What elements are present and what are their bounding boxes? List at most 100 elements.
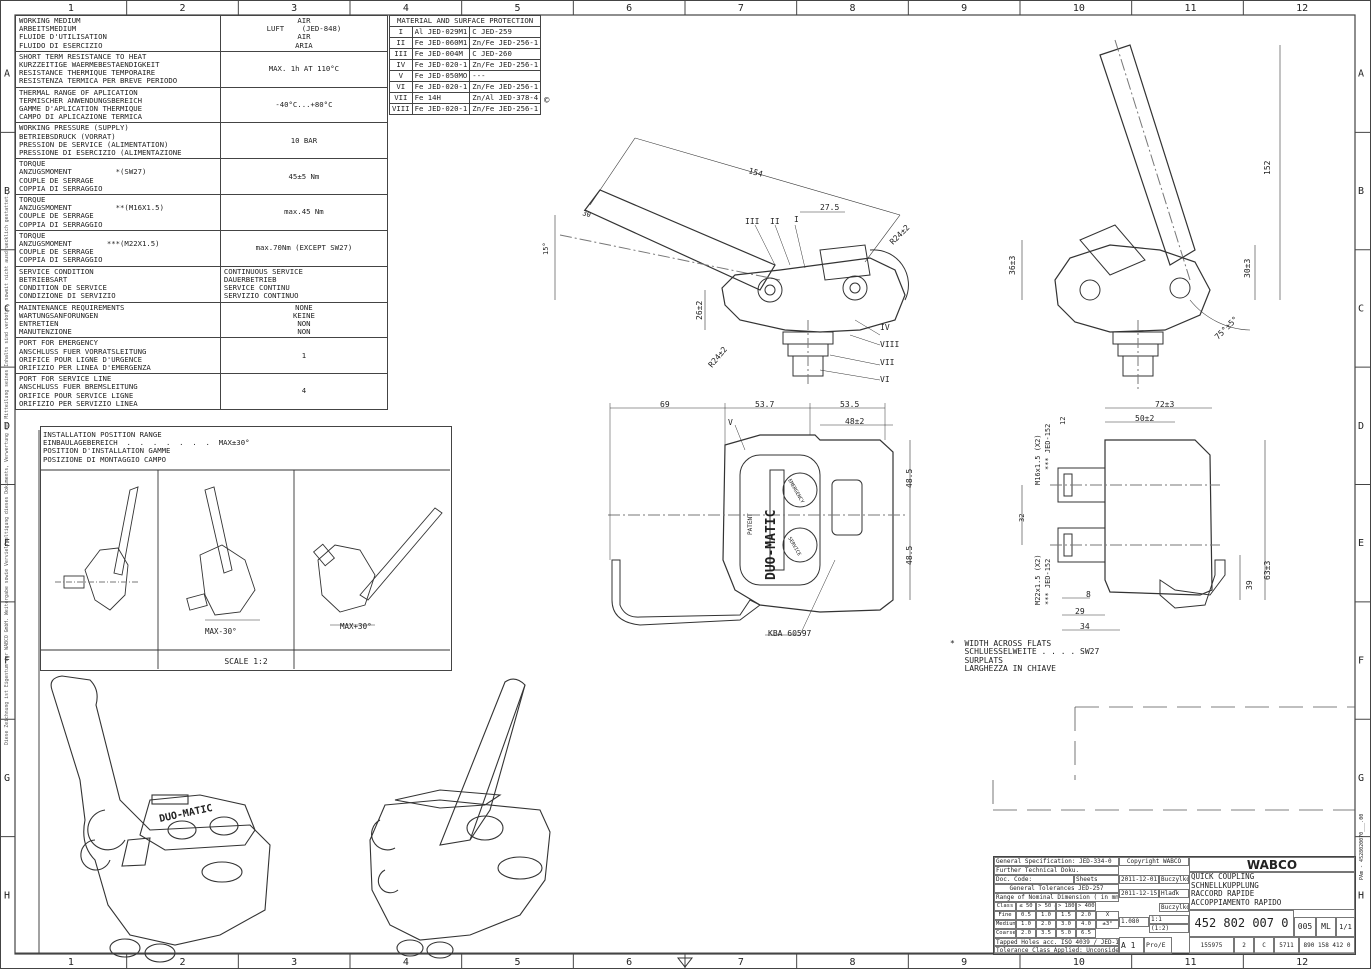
tol-cell: Fine [994, 911, 1016, 920]
spec-value-line: LUFT (JED-848) [266, 24, 342, 34]
material-pos: VII [389, 92, 413, 104]
row-marker-right: F [1358, 656, 1364, 667]
dim-15deg: 15° [542, 242, 550, 255]
material-surface: Zn/Fe JED-256-1 [469, 59, 542, 71]
tol-head: Class [994, 902, 1016, 911]
material-surface: --- [469, 70, 542, 82]
tol-cell: 1.0 [1016, 920, 1036, 929]
tol-cell: 2.0 [1016, 929, 1036, 938]
spec-label-line: COUPLE DE SERRAGE [19, 247, 94, 257]
row-marker-left: G [4, 773, 10, 784]
spec-label-line: BETRIEBSDRUCK (VORRAT) [19, 131, 116, 141]
tb-scale: 1:1 [1149, 915, 1189, 924]
dim-154: 154 [747, 166, 764, 179]
tol-cell: 2.0 [1036, 920, 1056, 929]
thread-m16: M16x1.5 (X2) [1034, 434, 1042, 485]
col-marker-top: 7 [738, 3, 744, 14]
tb-title-line: RACCORD RAPIDE [1191, 889, 1255, 898]
dim-r24-bottom: R24±2 [707, 345, 729, 369]
spec-label-line: ORIFICE POUR LIGNE D'URGENCE [19, 354, 143, 364]
thread-jed-top: *** JED-152 [1044, 424, 1052, 470]
tb-tol-class: Tolerance Class Applied: Unconsidered [994, 946, 1119, 954]
col-marker-bottom: 2 [180, 957, 186, 968]
spec-label-line: ORIFICE POUR SERVICE LIGNE [19, 390, 134, 400]
tb-sheet-c: C [1254, 937, 1274, 954]
projection-symbol [676, 957, 694, 968]
spec-label-line: COPPIA DI SERRAGGIO [19, 183, 103, 193]
dim-26: 26±2 [695, 301, 704, 320]
col-marker-top: 3 [291, 3, 297, 14]
tb-company: WABCO [1189, 857, 1355, 872]
col-marker-top: 5 [515, 3, 521, 14]
pos-iii: III [745, 217, 760, 226]
side-view-open [1021, 39, 1281, 390]
install-title-line: POSIZIONE DI MONTAGGIO CAMPO [43, 454, 167, 464]
tol-cell: Medium [994, 920, 1016, 929]
spec-value: MAX. 1h AT 110°C [219, 50, 389, 88]
thread-m22: M22x1.5 (X2) [1034, 554, 1042, 605]
col-marker-bottom: 8 [850, 957, 856, 968]
col-marker-bottom: 11 [1185, 957, 1197, 968]
row-marker-right: C [1358, 303, 1364, 314]
col-marker-bottom: 4 [403, 957, 409, 968]
spec-label-line: WARTUNGSANFORUNGEN [19, 310, 99, 320]
row-marker-left: H [4, 890, 10, 901]
material-pos: III [389, 48, 413, 60]
spec-label-line: SERVICE CONDITION [19, 266, 94, 276]
col-marker-top: 1 [68, 3, 74, 14]
spec-value: 4 [219, 373, 389, 410]
tb-tapped: Tapped Holes acc. ISO 4039 / JED-152 [994, 938, 1119, 946]
spec-label-line: SHORT TERM RESISTANCE TO HEAT [19, 51, 147, 61]
kba-label: KBA 60597 [768, 629, 812, 638]
col-marker-bottom: 10 [1073, 957, 1085, 968]
material-pos: IV [389, 59, 413, 71]
spec-label-line: COPPIA DI SERRAGGIO [19, 219, 103, 229]
tb-lang-code: 005 [1294, 917, 1316, 937]
spec-label-line: PORT FOR SERVICE LINE [19, 374, 112, 384]
pos-viii: VIII [880, 340, 899, 349]
tol-cell: 4.0 [1076, 920, 1096, 929]
spec-value: max.70Nm (EXCEPT SW27) [219, 229, 389, 267]
tol-cell: 3.0 [1056, 920, 1076, 929]
tb-further-doc: Further Technical Doku. [994, 866, 1119, 875]
tb-copyright: Copyright WABCO [1119, 857, 1189, 866]
material-surface: C JED-260 [469, 48, 542, 60]
pos-v: V [728, 418, 733, 427]
tol-cell: 6.5 [1076, 929, 1096, 938]
tb-tol-range: Range of Nominal Dimension ( in mm) [994, 893, 1119, 902]
material-copyright: © [544, 96, 550, 106]
iso-view-2 [369, 678, 551, 959]
spec-value-line: 4 [301, 386, 307, 396]
dim-27-5: 27.5 [820, 203, 839, 212]
dim-30: 30 [581, 209, 591, 219]
tol-cell: 1.5 [1056, 911, 1076, 920]
spec-value-line: SERVIZIO CONTINUO [223, 291, 299, 301]
spec-label-line: RESISTENZA TERMICA PER BREVE PERIODO [19, 76, 178, 86]
dim-29: 29 [1075, 607, 1085, 616]
spec-value-line: NON [297, 327, 311, 337]
spec-value-line: DAUERBETRIEB [223, 274, 277, 284]
tb-tol-title: General Tolerances JED-257 [994, 884, 1119, 893]
tol-cell: 5.0 [1056, 929, 1076, 938]
spec-value: -40°C...+80°C [219, 86, 389, 124]
col-marker-bottom: 9 [961, 957, 967, 968]
material-spec: Fe 14H [411, 92, 471, 104]
spec-label-line: CONDITION DE SERVICE [19, 283, 107, 293]
material-spec: Fe JED-020-1 [411, 59, 471, 71]
col-marker-top: 10 [1073, 3, 1085, 14]
spec-value-line: -40°C...+80°C [275, 99, 333, 109]
